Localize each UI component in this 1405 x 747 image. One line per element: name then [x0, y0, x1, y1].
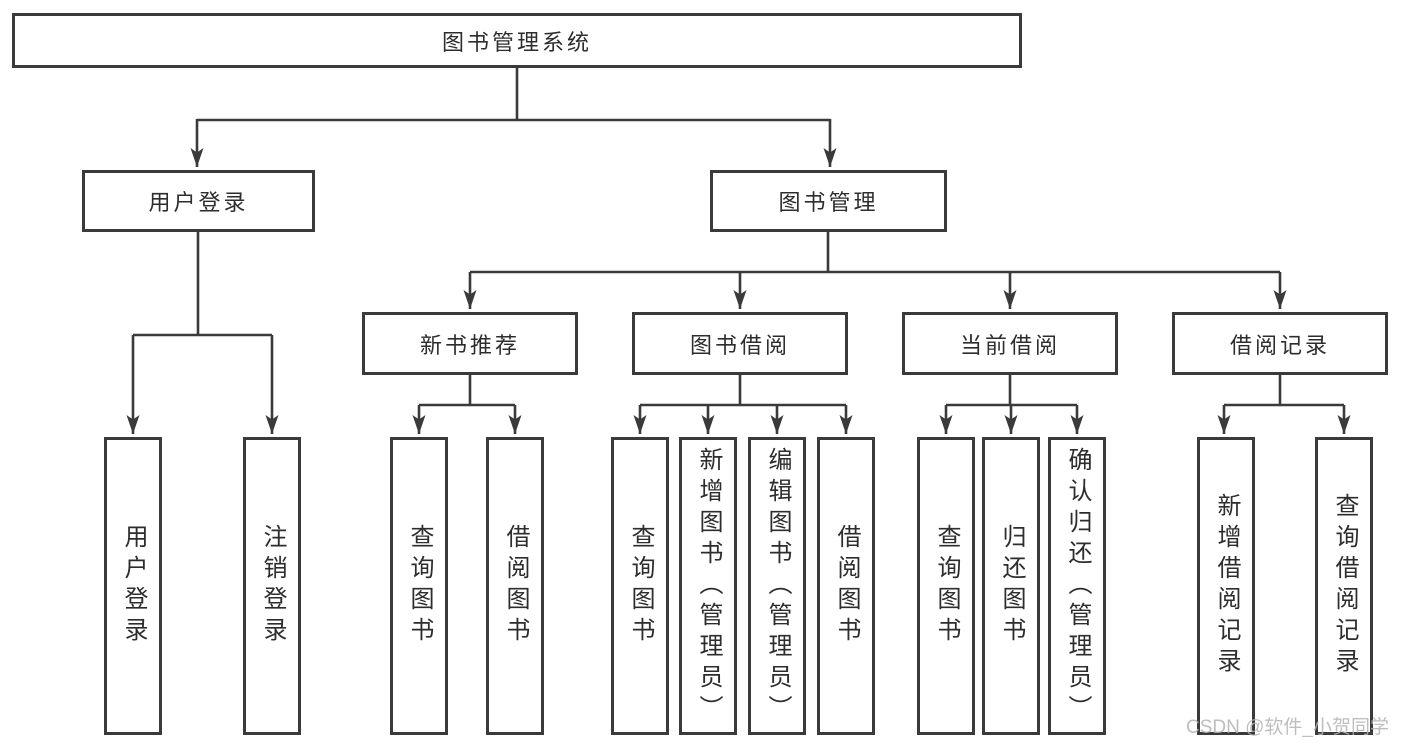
leaf-label: 查询图书 [627, 524, 654, 648]
leaf-query-books-borrow: 查询图书 [611, 437, 669, 735]
node-label: 借阅记录 [1229, 332, 1330, 358]
node-label: 当前借阅 [959, 332, 1060, 358]
node-label: 图书管理系统 [441, 29, 592, 55]
leaf-label: 归还图书 [998, 524, 1025, 648]
leaf-return-books: 归还图书 [982, 437, 1040, 735]
leaf-query-borrow-record: 查询借阅记录 [1315, 437, 1373, 735]
leaf-label: 查询图书 [933, 524, 960, 648]
leaf-borrow-books-recommend: 借阅图书 [486, 437, 544, 735]
node-library-management-system: 图书管理系统 [12, 13, 1022, 68]
leaf-label: 确认归还（管理员） [1064, 446, 1091, 726]
leaf-add-borrow-record: 新增借阅记录 [1197, 437, 1255, 735]
node-label: 新书推荐 [419, 332, 520, 358]
node-label: 图书管理 [778, 190, 879, 215]
connector-book-management-to-level3 [463, 232, 1287, 309]
node-label: 用户登录 [148, 190, 249, 215]
leaf-label: 编辑图书（管理员） [764, 446, 791, 726]
connector-user-login-to-leaves [126, 232, 279, 434]
connector-book-borrow-to-leaves [633, 375, 853, 434]
connector-new-book-to-leaves [412, 375, 522, 434]
node-borrow-records: 借阅记录 [1172, 312, 1388, 375]
node-user-login: 用户登录 [82, 170, 315, 232]
leaf-confirm-return-admin: 确认归还（管理员） [1048, 437, 1106, 735]
connector-current-borrow-to-leaves [939, 375, 1084, 434]
leaf-label: 查询借阅记录 [1331, 493, 1358, 679]
leaf-logout: 注销登录 [243, 437, 301, 735]
node-book-management: 图书管理 [710, 170, 947, 232]
leaf-query-books-current: 查询图书 [917, 437, 975, 735]
node-book-borrow: 图书借阅 [632, 312, 848, 375]
csdn-watermark: CSDN @软件_小贺同学 [1186, 717, 1389, 738]
connector-borrow-records-to-leaves [1217, 375, 1351, 434]
leaf-label: 用户登录 [120, 524, 147, 648]
leaf-label: 查询图书 [406, 524, 433, 648]
leaf-label: 借阅图书 [502, 524, 529, 648]
leaf-label: 新增图书（管理员） [695, 446, 722, 726]
leaf-label: 注销登录 [259, 524, 286, 648]
node-new-book-recommend: 新书推荐 [362, 312, 578, 375]
leaf-borrow-books: 借阅图书 [817, 437, 875, 735]
node-current-borrow: 当前借阅 [902, 312, 1118, 375]
leaf-query-books-recommend: 查询图书 [390, 437, 448, 735]
leaf-label: 借阅图书 [833, 524, 860, 648]
node-label: 图书借阅 [689, 332, 790, 358]
leaf-add-books-admin: 新增图书（管理员） [679, 437, 737, 735]
leaf-edit-books-admin: 编辑图书（管理员） [748, 437, 806, 735]
leaf-user-login: 用户登录 [104, 437, 162, 735]
leaf-label: 新增借阅记录 [1213, 493, 1240, 679]
connector-root-to-level2 [190, 68, 837, 167]
